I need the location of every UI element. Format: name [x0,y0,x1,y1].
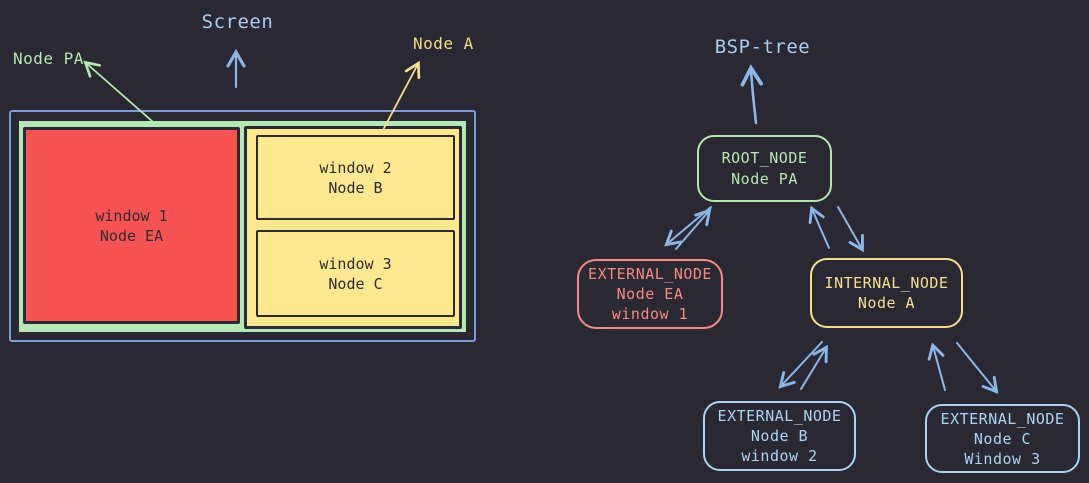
tree-node-a-line: INTERNAL_NODE [824,274,949,292]
tree-node-ea-line: EXTERNAL_NODE [588,265,712,283]
node-pa-label: Node PA [13,49,84,68]
tree-node-b: EXTERNAL_NODE Node B window 2 [703,401,856,471]
window-2-line: window 2 [319,158,392,177]
arrow-a-to-root [812,209,830,249]
tree-node-c-line: Window 3 [964,449,1041,468]
arrow-a-to-b [781,341,823,386]
tree-node-c-line: EXTERNAL_NODE [940,409,1065,428]
tree-node-ea-line: Node EA [616,285,684,303]
arrow-b-to-a [800,348,826,390]
window-1-rect: window 1 Node EA [23,127,240,324]
tree-node-root: ROOT_NODE Node PA [697,135,832,202]
arrow-root-to-a [837,206,862,249]
bsp-tree-up-arrow [751,69,756,125]
arrow-a-to-c [956,342,996,391]
tree-node-c-line: Node C [973,429,1032,448]
tree-node-c: EXTERNAL_NODE Node C Window 3 [925,404,1080,473]
window-2-rect: window 2 Node B [256,135,455,220]
node-a-label: Node A [413,34,474,53]
arrow-c-to-a [933,346,946,391]
window-3-line: window 3 [319,254,392,273]
tree-node-b-line: Node B [750,427,809,445]
bsp-tree-title: BSP-tree [714,36,811,58]
tree-node-b-line: EXTERNAL_NODE [717,407,842,425]
tree-node-a-line: Node A [857,294,916,312]
tree-node-a: INTERNAL_NODE Node A [810,258,963,328]
arrow-root-to-ea [667,206,712,244]
tree-node-b-line: window 2 [741,447,818,465]
arrow-ea-to-root [675,211,709,250]
tree-node-ea-line: window 1 [611,305,689,323]
screen-outer-frame [9,110,476,342]
window-1-line: window 1 [95,206,168,225]
tree-node-root-line: ROOT_NODE [721,148,808,167]
tree-node-root-line: Node PA [731,169,798,188]
window-3-line: Node C [328,274,383,293]
window-3-rect: window 3 Node C [256,230,455,317]
tree-node-ea: EXTERNAL_NODE Node EA window 1 [577,259,723,329]
screen-title: Screen [201,11,274,33]
window-1-line: Node EA [99,226,164,245]
window-2-line: Node B [328,178,383,197]
